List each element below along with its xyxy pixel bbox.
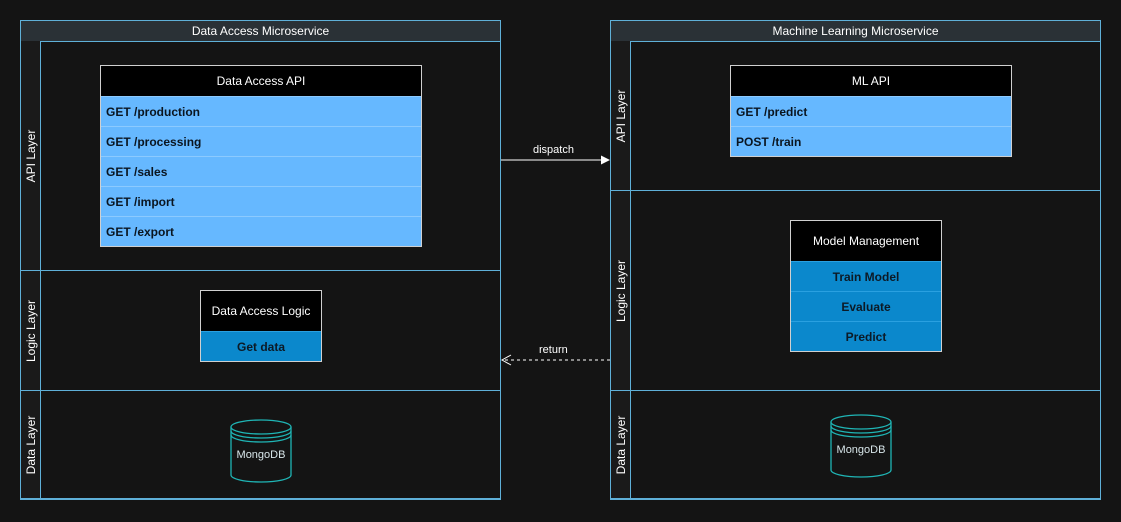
logic-item[interactable]: Evaluate (791, 291, 941, 321)
data-access-microservice-title: Data Access Microservice (21, 21, 500, 42)
return-arrowhead (500, 354, 512, 366)
ml-data-lane: Data Layer (611, 391, 1100, 499)
lane-label: Logic Layer (21, 271, 41, 390)
data-access-api-box[interactable]: Data Access API GET /production GET /pro… (100, 65, 422, 247)
endpoint-item[interactable]: GET /predict (731, 96, 1011, 126)
dispatch-label: dispatch (531, 144, 576, 156)
ml-microservice-title: Machine Learning Microservice (611, 21, 1100, 42)
data-access-api-lane: API Layer (21, 41, 500, 271)
model-management-box[interactable]: Model Management Train Model Evaluate Pr… (790, 220, 942, 352)
ml-microservice: Machine Learning Microservice API Layer … (610, 20, 1101, 500)
cylinder-icon (230, 419, 292, 483)
endpoint-item[interactable]: GET /sales (101, 156, 421, 186)
dispatch-arrowhead (601, 155, 610, 165)
cylinder-icon (830, 414, 892, 478)
endpoint-item[interactable]: POST /train (731, 126, 1011, 156)
lane-label: Data Layer (21, 391, 41, 498)
data-access-logic-title: Data Access Logic (201, 291, 321, 331)
endpoint-item[interactable]: GET /import (101, 186, 421, 216)
return-label: return (537, 344, 570, 356)
logic-item[interactable]: Predict (791, 321, 941, 351)
ml-api-lane: API Layer (611, 41, 1100, 191)
data-access-data-lane: Data Layer (21, 391, 500, 499)
data-access-logic-box[interactable]: Data Access Logic Get data (200, 290, 322, 362)
endpoint-item[interactable]: GET /export (101, 216, 421, 246)
lane-label: API Layer (21, 41, 41, 270)
endpoint-item[interactable]: GET /production (101, 96, 421, 126)
ml-api-title: ML API (731, 66, 1011, 96)
mongodb-database-icon: MongoDB (830, 414, 892, 478)
endpoint-item[interactable]: GET /processing (101, 126, 421, 156)
logic-item[interactable]: Train Model (791, 261, 941, 291)
model-management-title: Model Management (791, 221, 941, 261)
ml-logic-lane: Logic Layer (611, 191, 1100, 391)
db-label: MongoDB (236, 449, 286, 461)
lane-label: Data Layer (611, 391, 631, 498)
data-access-api-title: Data Access API (101, 66, 421, 96)
db-label: MongoDB (836, 444, 886, 456)
lane-label: Logic Layer (611, 191, 631, 390)
data-access-microservice: Data Access Microservice API Layer Logic… (20, 20, 501, 500)
data-access-logic-lane: Logic Layer (21, 271, 500, 391)
mongodb-database-icon: MongoDB (230, 419, 292, 483)
lane-label: API Layer (611, 41, 631, 190)
ml-api-box[interactable]: ML API GET /predict POST /train (730, 65, 1012, 157)
logic-item[interactable]: Get data (201, 331, 321, 361)
